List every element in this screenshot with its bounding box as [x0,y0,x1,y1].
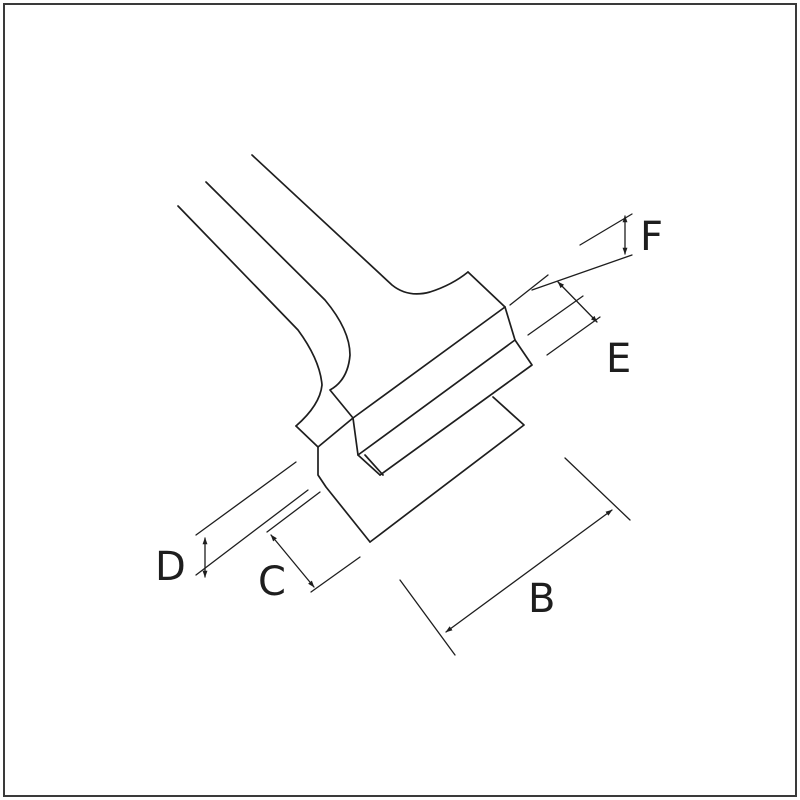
dimension-b: B [399,457,631,656]
dimension-d: D [155,461,309,590]
dimension-c: C [258,491,361,605]
tab-front-face [317,446,371,543]
shelf-step-edge [379,339,533,476]
label-b: B [528,576,555,622]
tool-part [177,154,533,543]
shelf-front-drop [504,306,516,341]
label-f: F [640,214,663,260]
drawing-frame [3,3,797,797]
handle-middle-edge [205,181,354,419]
handle-front-edge [177,205,323,427]
shelf-front-left-edge [295,417,359,456]
handle-back-edge [251,154,469,295]
tab-outer-edge [369,396,525,543]
shelf-lower-line [357,339,516,476]
label-d: D [155,544,186,590]
label-c: C [258,559,286,605]
dimension-e: E [509,274,631,382]
label-e: E [606,336,631,382]
shelf-top-face [352,271,506,419]
tab-inner-edge [364,454,384,476]
dimension-f: F [531,213,663,291]
